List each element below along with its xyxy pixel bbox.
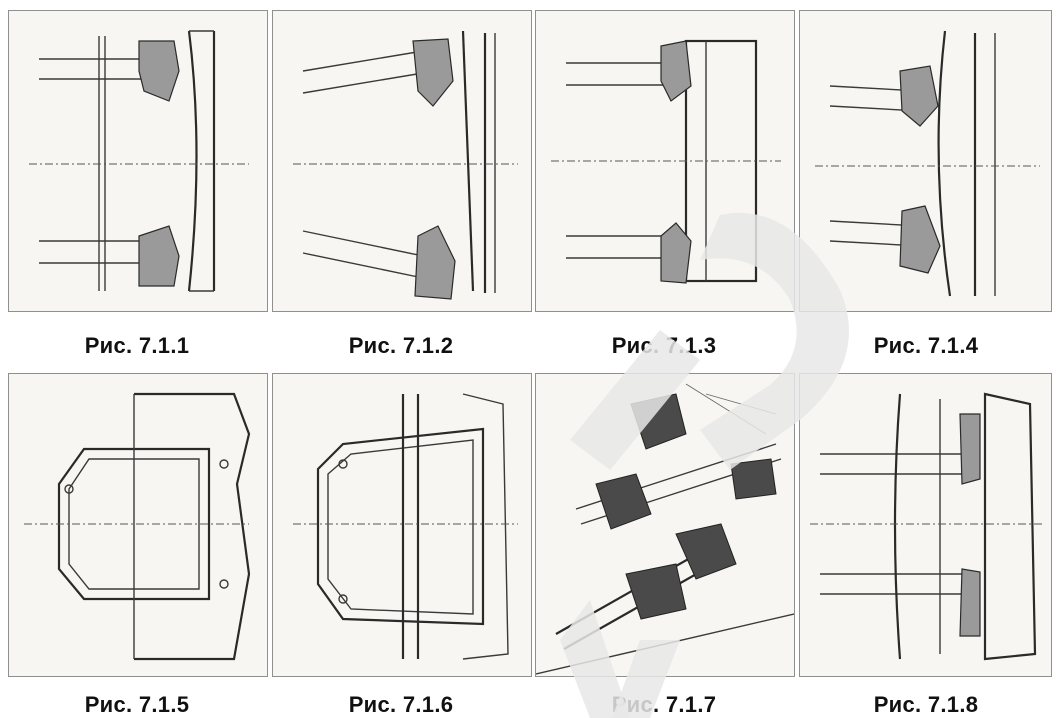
axle-flange-drawing [810,392,1045,661]
axle-bracket-drawing [293,393,518,660]
axle-bracket-drawing [24,392,251,661]
suspension-perspective-drawing [536,383,794,675]
figure-caption: Рис. 7.1.4 [873,333,979,358]
figure-7-1-8-drawing [799,373,1052,677]
figure-caption: Рис. 7.1.3 [611,333,717,358]
figure-caption: Рис. 7.1.8 [873,692,979,717]
figure-7-1-4-drawing [799,10,1052,312]
figure-7-1-5-drawing [8,373,268,677]
figure-caption: Рис. 7.1.5 [84,692,190,717]
axle-flange-drawing [815,30,1040,297]
figure-7-1-6-drawing [272,373,532,677]
figure-caption: Рис. 7.1.1 [84,333,190,358]
figure-7-1-3-drawing [535,10,795,312]
figure-caption: Рис. 7.1.2 [348,333,454,358]
figure-7-1-2-drawing [272,10,532,312]
figure-7-1-1-drawing [8,10,268,312]
figure-caption: Рис. 7.1.6 [348,692,454,717]
figure-7-1-7-drawing [535,373,795,677]
axle-flange-drawing [551,39,781,284]
figure-caption: Рис. 7.1.7 [611,692,717,717]
axle-flange-drawing [293,30,518,300]
axle-flange-drawing [29,30,249,292]
